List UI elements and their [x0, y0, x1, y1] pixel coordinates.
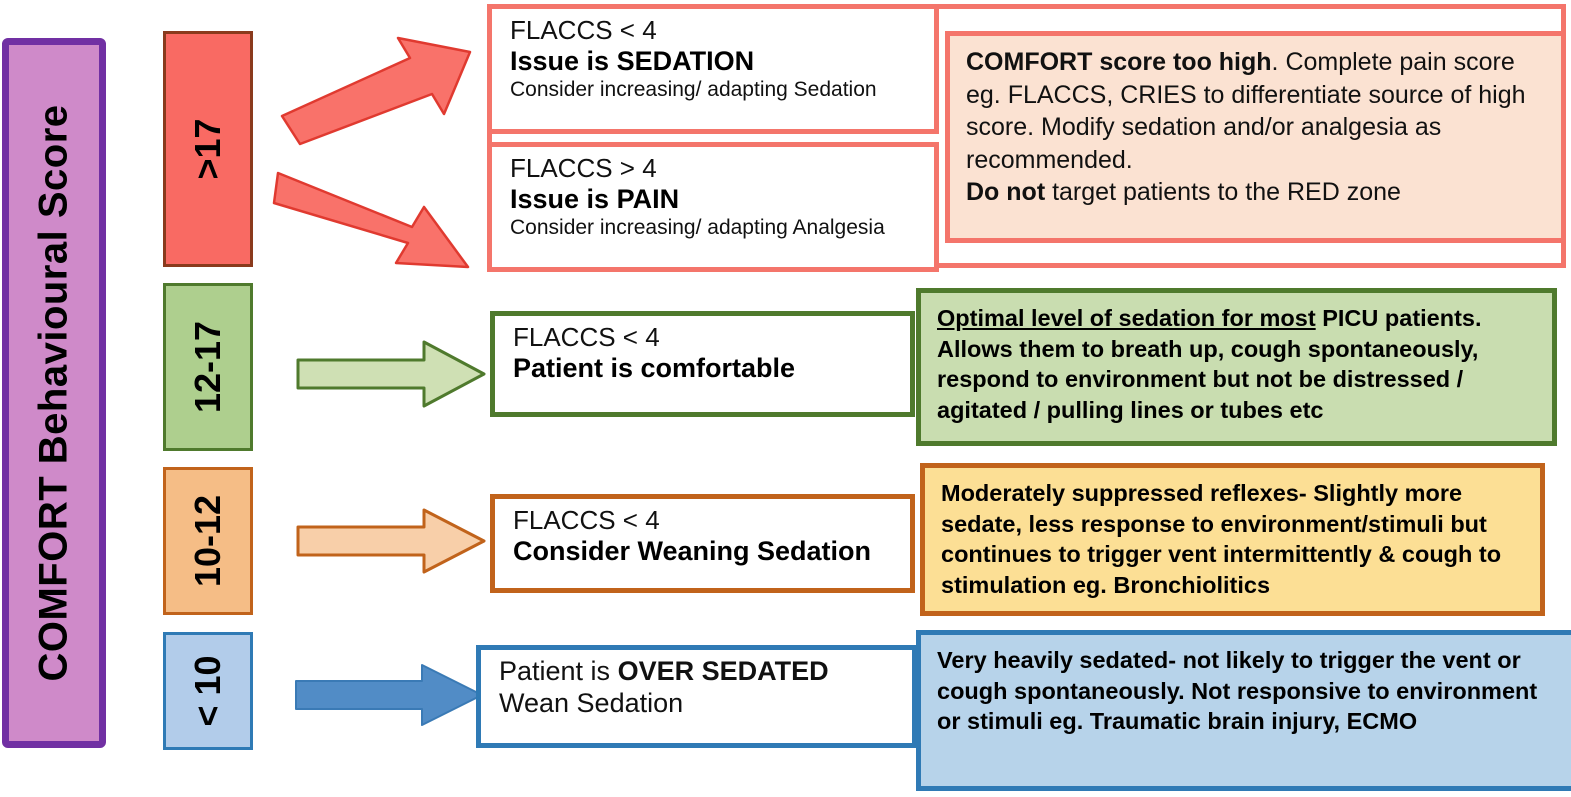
- card-line-3: Wean Sedation: [499, 687, 684, 718]
- card-line-3: Consider increasing/ adapting Sedation: [510, 77, 877, 101]
- red-zone-description: COMFORT score too high. Complete pain sc…: [945, 31, 1566, 243]
- score-chip-10-12: 10-12: [163, 467, 253, 615]
- red-card-pain: FLACCS > 4 Issue is PAIN Consider increa…: [487, 142, 939, 272]
- comfort-score-title-bar: COMFORT Behavioural Score: [2, 38, 106, 748]
- red-desc-body: . Complete pain score eg. FLACCS, CRIES …: [966, 48, 1526, 174]
- arrow-down-right-red: [272, 155, 482, 275]
- green-zone-description: Optimal level of sedation for most PICU …: [916, 288, 1557, 446]
- card-line-1: FLACCS < 4: [513, 505, 660, 535]
- blue-card-over-sedated: Patient is OVER SEDATED Wean Sedation: [476, 645, 917, 748]
- red-desc-tail: target patients to the RED zone: [1045, 178, 1401, 206]
- card-line-3: Consider increasing/ adapting Analgesia: [510, 215, 885, 239]
- green-desc-underlined-lead: Optimal level of sedation for most: [937, 305, 1316, 331]
- green-desc-body: PICU patients. Allows them to breath up,…: [937, 305, 1482, 423]
- card-line-1: FLACCS > 4: [510, 153, 657, 183]
- card-line-2-prefix: Patient is: [499, 656, 618, 686]
- green-card-comfortable: FLACCS < 4 Patient is comfortable: [490, 311, 915, 417]
- orange-desc-body: Moderately suppressed reflexes- Slightly…: [941, 480, 1502, 598]
- arrow-right-green: [296, 340, 486, 408]
- score-chip-label: >17: [187, 118, 228, 180]
- red-desc-bold-lead: COMFORT score too high: [966, 48, 1272, 76]
- orange-card-wean: FLACCS < 4 Consider Weaning Sedation: [490, 494, 915, 593]
- score-chip-above-17: >17: [163, 31, 253, 267]
- page-title: COMFORT Behavioural Score: [31, 104, 76, 682]
- red-desc-bold-tail: Do not: [966, 178, 1046, 206]
- blue-zone-description: Very heavily sedated- not likely to trig…: [916, 630, 1571, 791]
- card-line-2: Patient is comfortable: [513, 352, 796, 383]
- card-line-2: Issue is PAIN: [510, 183, 680, 214]
- arrow-right-blue: [294, 663, 484, 727]
- card-line-2-bold: OVER SEDATED: [617, 656, 829, 686]
- red-card-sedation: FLACCS < 4 Issue is SEDATION Consider in…: [487, 4, 939, 134]
- card-line-1: FLACCS < 4: [510, 15, 657, 45]
- orange-zone-description: Moderately suppressed reflexes- Slightly…: [920, 463, 1545, 616]
- score-chip-label: 10-12: [187, 494, 228, 588]
- score-chip-12-17: 12-17: [163, 283, 253, 451]
- card-line-2: Consider Weaning Sedation: [513, 535, 872, 566]
- arrow-right-orange: [296, 508, 486, 574]
- card-line-2: Issue is SEDATION: [510, 45, 755, 76]
- card-line-1: FLACCS < 4: [513, 322, 660, 352]
- score-chip-below-10: < 10: [163, 632, 253, 750]
- arrow-up-right-red: [278, 28, 478, 148]
- score-chip-label: < 10: [187, 655, 228, 727]
- score-chip-label: 12-17: [187, 320, 228, 414]
- blue-desc-body: Very heavily sedated- not likely to trig…: [937, 647, 1538, 735]
